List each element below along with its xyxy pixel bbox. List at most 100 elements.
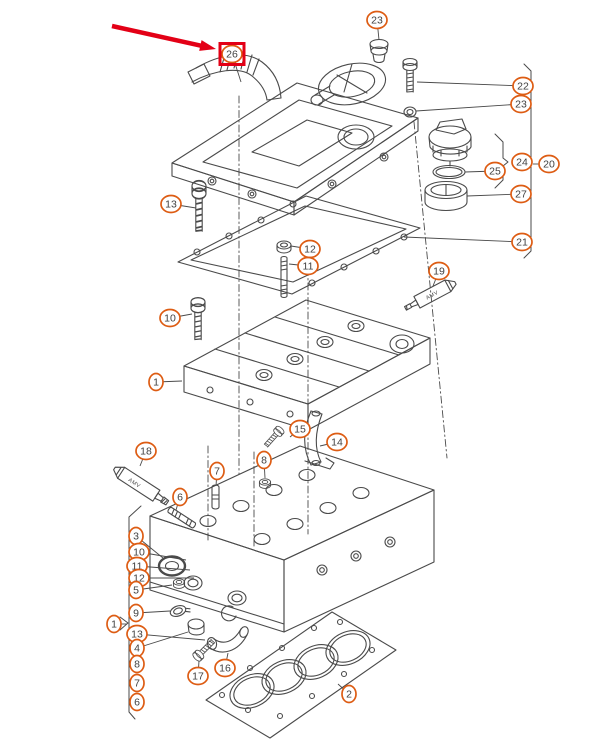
callout-number: 3 bbox=[133, 531, 139, 543]
callout-7[interactable]: 7 bbox=[209, 461, 225, 487]
part-cap-4 bbox=[187, 618, 205, 636]
part-sealant-tube-19: AMV bbox=[403, 279, 457, 311]
callout-14[interactable]: 14 bbox=[319, 432, 348, 452]
sealant-tube-19-label: AMV bbox=[425, 290, 440, 302]
callout-23[interactable]: 23 bbox=[415, 94, 532, 114]
callout-27[interactable]: 27 bbox=[466, 184, 532, 204]
callout-ellipse bbox=[510, 94, 532, 114]
callout-21[interactable]: 21 bbox=[403, 232, 533, 252]
callout-number: 13 bbox=[165, 199, 177, 211]
callout-1[interactable]: 1 bbox=[106, 614, 127, 634]
callout-number: 15 bbox=[294, 424, 306, 436]
callout-11[interactable]: 11 bbox=[288, 256, 319, 276]
callout-5[interactable]: 5 bbox=[128, 580, 173, 600]
callout-10[interactable]: 10 bbox=[159, 308, 193, 328]
callout-16[interactable]: 16 bbox=[214, 652, 236, 678]
part-plug-9 bbox=[169, 605, 191, 617]
callout-number: 11 bbox=[132, 561, 143, 573]
callout-ellipse bbox=[106, 614, 122, 634]
bracket-tick-1 bbox=[119, 616, 129, 631]
callout-ellipse bbox=[172, 487, 188, 507]
callout-ellipse bbox=[128, 580, 144, 600]
callout-3[interactable]: 3 bbox=[128, 526, 164, 559]
callout-ellipse bbox=[366, 10, 388, 30]
callout-number: 13 bbox=[131, 629, 143, 641]
part-cylinder-head bbox=[149, 445, 435, 633]
callout-ellipse bbox=[214, 658, 236, 678]
callout-7[interactable]: 7 bbox=[129, 673, 145, 693]
callout-ellipse bbox=[289, 419, 311, 439]
callout-number: 12 bbox=[133, 573, 145, 585]
callout-6[interactable]: 6 bbox=[129, 692, 145, 712]
callout-ellipse bbox=[511, 232, 533, 252]
callout-24[interactable]: 24 bbox=[511, 152, 533, 172]
part-grommet-23 bbox=[403, 106, 417, 118]
callout-ellipse bbox=[187, 666, 209, 686]
highlight-arrow-shaft bbox=[111, 23, 205, 49]
callout-number: 23 bbox=[371, 15, 383, 27]
callout-number: 19 bbox=[433, 266, 445, 278]
callout-number: 7 bbox=[214, 466, 220, 478]
callout-ellipse bbox=[129, 692, 145, 712]
callout-23[interactable]: 23 bbox=[366, 10, 388, 41]
callout-ellipse bbox=[341, 684, 357, 704]
callout-leader-line bbox=[136, 631, 189, 649]
callout-ellipse bbox=[159, 308, 181, 328]
callout-9[interactable]: 9 bbox=[128, 603, 171, 623]
callout-ellipse bbox=[484, 161, 506, 181]
annotation-layer bbox=[111, 23, 216, 51]
callout-15[interactable]: 15 bbox=[289, 419, 311, 439]
part-cap-27 bbox=[424, 180, 468, 212]
callout-8[interactable]: 8 bbox=[129, 654, 145, 674]
callout-ellipse bbox=[538, 154, 560, 174]
callout-18[interactable]: 18 bbox=[135, 441, 157, 467]
callout-20[interactable]: 20 bbox=[533, 154, 560, 174]
part-bracket-14 bbox=[304, 410, 335, 470]
callout-number: 6 bbox=[177, 492, 183, 504]
callout-number: 20 bbox=[543, 159, 555, 171]
line-art: AMV bbox=[113, 38, 532, 739]
callout-number: 21 bbox=[516, 237, 528, 249]
callout-1[interactable]: 1 bbox=[148, 372, 183, 392]
part-stud-11 bbox=[280, 255, 288, 299]
part-valve-cover bbox=[171, 82, 419, 216]
part-cover-gasket-21 bbox=[177, 195, 421, 295]
callout-number: 10 bbox=[164, 313, 176, 325]
callout-number: 27 bbox=[515, 189, 527, 201]
callout-ellipse bbox=[428, 261, 450, 281]
callout-leader-line bbox=[415, 103, 522, 112]
callout-number: 6 bbox=[134, 697, 140, 709]
callout-6[interactable]: 6 bbox=[172, 487, 188, 511]
callout-ellipse bbox=[221, 44, 243, 64]
callout-number: 26 bbox=[226, 49, 238, 61]
callout-12[interactable]: 12 bbox=[290, 239, 321, 259]
callout-8[interactable]: 8 bbox=[256, 450, 272, 479]
callout-22[interactable]: 22 bbox=[416, 76, 534, 96]
callout-number: 23 bbox=[515, 99, 527, 111]
callout-number: 11 bbox=[303, 261, 314, 273]
callout-number: 12 bbox=[304, 244, 316, 256]
callout-19[interactable]: 19 bbox=[428, 261, 450, 287]
callout-ellipse bbox=[129, 654, 145, 674]
highlight-box bbox=[218, 42, 246, 66]
callout-26[interactable]: 26 bbox=[218, 42, 246, 83]
callout-number: 8 bbox=[261, 455, 267, 467]
callout-number: 2 bbox=[346, 689, 352, 701]
part-filler-neck bbox=[310, 62, 387, 106]
bracket-group-24 bbox=[494, 133, 509, 189]
callout-ellipse bbox=[209, 461, 225, 481]
callout-number: 4 bbox=[134, 643, 140, 655]
callout-number: 7 bbox=[134, 678, 140, 690]
callout-2[interactable]: 2 bbox=[337, 683, 357, 704]
callout-leader-line bbox=[416, 81, 524, 87]
part-oil-cap-24 bbox=[428, 118, 472, 167]
callout-25[interactable]: 25 bbox=[464, 161, 506, 181]
callout-number: 8 bbox=[134, 659, 140, 671]
callout-13[interactable]: 13 bbox=[160, 194, 197, 214]
callout-number: 9 bbox=[133, 608, 139, 620]
callout-17[interactable]: 17 bbox=[187, 660, 209, 686]
callout-ellipse bbox=[148, 372, 164, 392]
callout-number: 16 bbox=[219, 663, 231, 675]
